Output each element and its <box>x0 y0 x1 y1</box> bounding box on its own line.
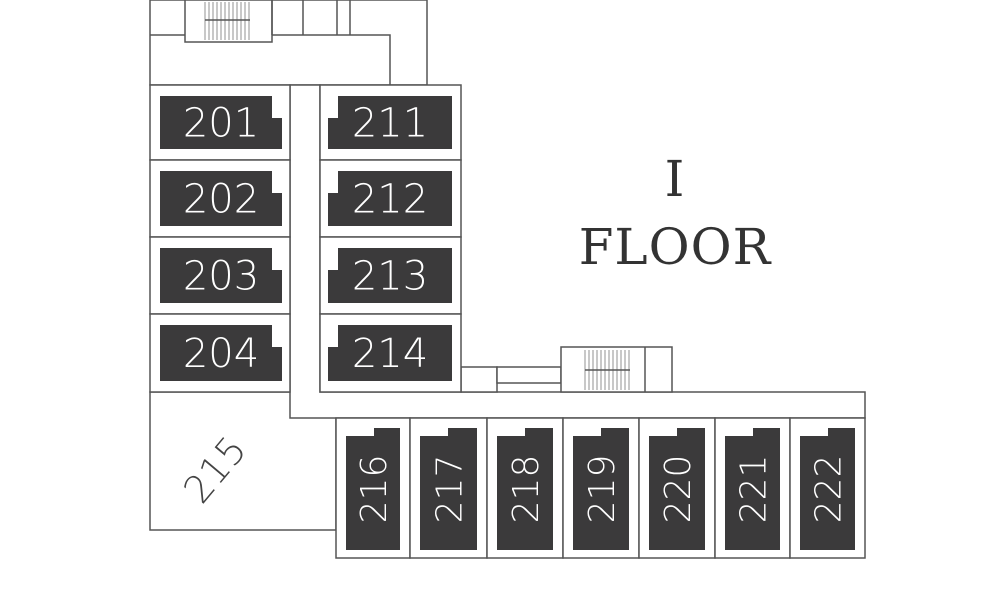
unit-211[interactable]: 211 <box>319 84 462 161</box>
unit-214[interactable]: 214 <box>319 313 462 393</box>
unit-212-label[interactable]: 212 <box>352 177 428 223</box>
unit-217-label[interactable]: 217 <box>430 455 471 524</box>
unit-214-fill[interactable] <box>328 325 452 381</box>
unit-220-label[interactable]: 220 <box>658 455 699 524</box>
floor-number: I <box>664 150 686 208</box>
unit-213-label[interactable]: 213 <box>352 254 428 300</box>
unit-220[interactable]: 220 <box>638 417 716 559</box>
unit-201[interactable]: 201 <box>149 84 291 161</box>
unit-203[interactable]: 203 <box>149 236 291 315</box>
top-service-block <box>149 0 428 86</box>
stair-block-east <box>460 346 673 393</box>
unit-213[interactable]: 213 <box>319 236 462 315</box>
unit-202[interactable]: 202 <box>149 159 291 238</box>
unit-202-fill[interactable] <box>160 171 282 226</box>
unit-221[interactable]: 221 <box>714 417 791 559</box>
unit-222[interactable]: 222 <box>789 417 866 559</box>
unit-217-fill[interactable] <box>420 428 477 550</box>
unit-214-label[interactable]: 214 <box>352 331 428 377</box>
unit-211-label[interactable]: 211 <box>352 101 428 147</box>
unit-219[interactable]: 219 <box>562 417 640 559</box>
unit-221-fill[interactable] <box>725 428 780 550</box>
unit-201-label[interactable]: 201 <box>183 101 259 147</box>
unit-218-label[interactable]: 218 <box>506 455 547 524</box>
unit-218[interactable]: 218 <box>486 417 564 559</box>
unit-201-fill[interactable] <box>160 96 282 149</box>
unit-218-fill[interactable] <box>497 428 553 550</box>
unit-216[interactable]: 216 <box>335 417 411 559</box>
unit-220-fill[interactable] <box>649 428 705 550</box>
unit-213-fill[interactable] <box>328 248 452 303</box>
unit-219-label[interactable]: 219 <box>582 455 623 524</box>
unit-221-label[interactable]: 221 <box>734 455 775 524</box>
unit-222-fill[interactable] <box>800 428 855 550</box>
unit-204-label[interactable]: 204 <box>183 331 259 377</box>
unit-217[interactable]: 217 <box>409 417 488 559</box>
unit-203-fill[interactable] <box>160 248 282 303</box>
unit-204[interactable]: 204 <box>149 313 291 393</box>
unit-216-fill[interactable] <box>346 428 400 550</box>
unit-203-label[interactable]: 203 <box>183 254 259 300</box>
unit-222-label[interactable]: 222 <box>809 455 850 524</box>
unit-219-fill[interactable] <box>573 428 629 550</box>
unit-204-fill[interactable] <box>160 325 282 381</box>
unit-212-fill[interactable] <box>328 171 452 226</box>
floor-label: FLOOR <box>578 218 772 276</box>
unit-202-label[interactable]: 202 <box>183 177 259 223</box>
unit-216-label[interactable]: 216 <box>354 455 395 524</box>
staircase-top <box>204 2 250 40</box>
unit-211-fill[interactable] <box>328 96 452 149</box>
unit-212[interactable]: 212 <box>319 159 462 238</box>
